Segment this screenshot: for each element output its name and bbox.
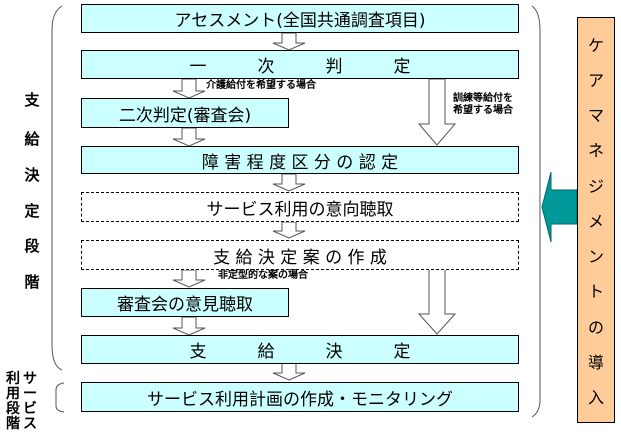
care-management-char: メ [587,211,604,231]
decision-stage-char: 給 [24,130,40,148]
arrow-down-1 [272,32,306,51]
disability-level-box: 障 害 程 度 区 分 の 認 定 [81,146,519,174]
decision-stage-char: 階 [24,273,40,291]
training-benefit-note: 訓練等給付を 希望する場合 [453,93,513,116]
arrow-down-training [417,78,457,146]
care-benefit-note: 介護給付を希望する場合 [206,80,316,91]
service-plan-box: サービス利用計画の作成・モニタリング [81,382,519,412]
usage-stage-char: サ [23,371,37,387]
care-management-char: ト [587,282,604,302]
care-management-char: ジ [587,176,604,196]
decision-stage-char: 段 [24,237,40,255]
intent-hearing-box: サービス利用の意向聴取 [81,192,519,222]
nonstandard-note: 非定型的な案の場合 [218,270,308,281]
care-management-char: ケ [587,35,604,55]
care-management-box: ケ ア マ ネ ジ メ ン ト の 導 入 [577,17,615,423]
usage-stage-char: 利 [6,371,20,387]
usage-stage-char: ビ [23,401,37,417]
secondary-judgment-box: 二次判定(審査会) [81,98,289,128]
care-management-char: ネ [587,141,604,161]
assessment-box: アセスメント(全国共通調査項目) [81,4,519,33]
decision-stage-brace [51,5,63,371]
arrow-down-nonstandard [417,267,457,335]
benefit-decision-box: 支 給 決 定 [81,335,519,364]
care-management-char: 入 [587,388,604,408]
usage-stage-char: 用 [6,386,20,402]
primary-judgment-box: 一 次 判 定 [81,50,519,79]
right-brace [531,5,541,418]
care-management-char: 導 [587,353,604,373]
arrow-down-3 [172,127,206,147]
arrow-down-7 [172,316,206,336]
usage-stage-char: ー [23,386,37,402]
arrow-down-4 [272,173,306,192]
decision-stage-char: 定 [24,202,40,220]
care-management-arrow [541,171,578,243]
arrow-down-8 [272,362,306,381]
care-management-char: の [587,317,604,337]
usage-stage-char: 階 [6,416,20,432]
decision-stage-char: 決 [24,166,40,184]
draft-creation-box: 支 給 決 定 案 の 作 成 [81,240,519,270]
review-opinion-box: 審査会の意見聴取 [81,288,289,317]
usage-stage-char: ス [23,416,37,432]
arrow-down-5 [272,221,306,239]
usage-stage-char: 段 [6,401,20,417]
usage-stage-brace [55,382,65,413]
care-management-char: ン [587,247,604,267]
arrow-down-2 [172,78,206,99]
care-management-char: マ [587,106,604,126]
decision-stage-char: 支 [24,91,40,109]
arrow-down-6 [172,269,206,288]
care-management-char: ア [587,70,604,90]
